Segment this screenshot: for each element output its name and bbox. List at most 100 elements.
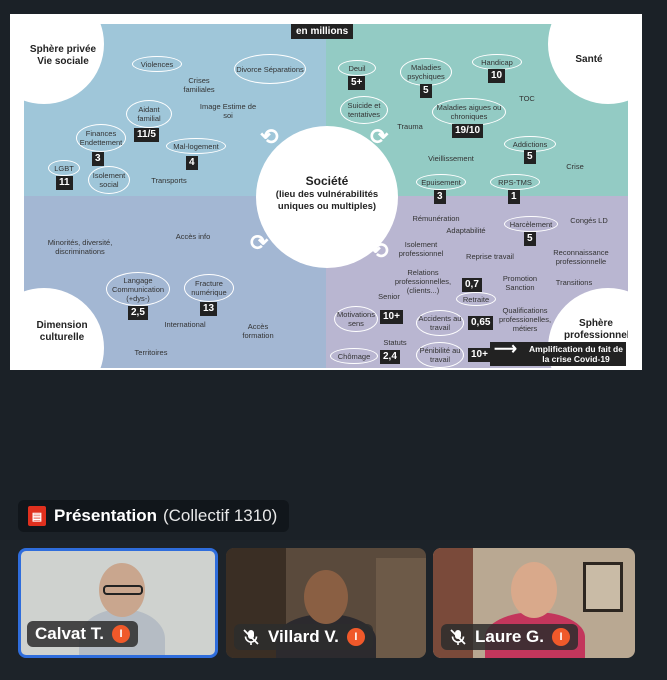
oval-item: Maladies aigues ou chroniques: [432, 98, 506, 126]
cycle-arrow-icon: ⟳: [370, 124, 389, 149]
item-label: Trauma: [397, 122, 423, 131]
value-badge: 10: [488, 69, 506, 83]
oval-item: Langage Communication (+dys-): [106, 272, 170, 306]
participant-tile[interactable]: Laure G. I: [433, 548, 635, 658]
oval-item: Fracture numérique: [184, 274, 234, 302]
item-label: Crise: [566, 162, 584, 171]
info-badge-icon: I: [551, 628, 570, 646]
background-shelf: [376, 558, 426, 658]
glasses-icon: [103, 585, 143, 595]
participant-name: Laure G.: [475, 627, 544, 646]
oval-item: Suicide et tentatives: [340, 96, 388, 124]
oval-item: Deuil: [338, 60, 376, 76]
item-label: Accès info: [175, 232, 211, 241]
item-label: Congés LD: [570, 216, 608, 225]
participant-tile[interactable]: Villard V. I: [226, 548, 426, 658]
value-badge: 10+: [380, 310, 403, 324]
oval-item: Aidant familial: [126, 100, 172, 128]
item-label: Senior: [378, 292, 400, 301]
value-badge: 5: [420, 84, 432, 98]
item-label: Qualifications professionelles, métiers: [498, 306, 552, 333]
item-label: Relations professionnelles, (clients...): [394, 268, 452, 295]
oval-item: Handicap: [472, 54, 522, 70]
presentation-label[interactable]: ▤ Présentation (Collectif 1310): [18, 500, 290, 532]
participant-tile[interactable]: Calvat T. I: [18, 548, 218, 658]
item-label: Reprise travail: [466, 252, 514, 261]
oval-item: Epuisement: [416, 174, 466, 190]
oval-item: Harcèlement: [504, 216, 558, 232]
oval-item: Isolement social: [88, 166, 130, 194]
value-badge: 5: [524, 232, 536, 246]
participant-name-chip: Laure G. I: [441, 624, 578, 650]
oval-item: Accidents au travail: [416, 310, 464, 336]
participant-name: Villard V.: [268, 627, 339, 646]
oval-item: Pénibilité au travail: [416, 342, 464, 368]
presentation-title: Présentation: [54, 506, 157, 525]
corner-label-culture: Dimension culturelle: [36, 320, 88, 343]
participant-name-chip: Villard V. I: [234, 624, 373, 650]
oval-item: Finances Endettement: [76, 124, 126, 152]
oval-item: Chômage: [330, 348, 378, 364]
cycle-arrow-icon: ⟲: [370, 238, 389, 263]
item-label: Territoires: [134, 348, 168, 357]
presentation-stage: Sphère privée Vie sociale Santé Dimensio…: [10, 14, 642, 532]
cycle-arrow-icon: ⟲: [260, 124, 279, 149]
slide-canvas: Sphère privée Vie sociale Santé Dimensio…: [24, 24, 628, 368]
value-badge: 2,4: [380, 350, 400, 364]
presentation-subtitle: (Collectif 1310): [162, 506, 278, 525]
oval-item: Maladies psychiques: [400, 58, 452, 86]
participant-name-chip: Calvat T. I: [27, 621, 138, 647]
item-label: Promotion Sanction: [502, 274, 538, 292]
center-subtitle: (lieu des vulnérabilités uniques ou mult…: [275, 189, 379, 212]
corner-label-health: Santé: [575, 54, 603, 65]
background-mirror: [583, 562, 623, 612]
cycle-arrow-icon: ⟳: [250, 230, 269, 255]
item-label: Accès formation: [242, 322, 274, 340]
center-title: Société: [305, 174, 349, 188]
value-badge: 5+: [348, 76, 366, 90]
value-badge: 0,65: [468, 316, 494, 330]
item-label: International: [164, 320, 206, 329]
info-badge-icon: I: [111, 625, 130, 643]
item-label: Reconnaissance professionnelle: [553, 248, 609, 266]
participant-head: [99, 563, 145, 617]
item-label: Isolement professionnel: [398, 240, 444, 258]
center-circle: Société (lieu des vulnérabilités uniques…: [256, 126, 398, 268]
item-label: TOC: [519, 94, 535, 103]
oval-item: Divorce Séparations: [234, 54, 306, 84]
value-badge: 13: [200, 302, 218, 316]
value-badge: 5: [524, 150, 536, 164]
oval-item: Mal-logement: [166, 138, 226, 154]
value-badge: 10+: [468, 348, 491, 362]
info-badge-icon: I: [346, 628, 365, 646]
corner-label-private: Sphère privée Vie sociale: [29, 44, 97, 67]
value-badge: 3: [92, 152, 104, 166]
unit-label: en millions: [291, 24, 354, 39]
item-label: Transitions: [555, 278, 593, 287]
value-badge: 2,5: [128, 306, 148, 320]
value-badge: 11/5: [134, 128, 159, 142]
legend-box: ⟶ Amplification du fait de la crise Covi…: [490, 342, 626, 366]
shared-slide: Sphère privée Vie sociale Santé Dimensio…: [10, 14, 642, 370]
oval-item: Retraite: [456, 292, 496, 306]
value-badge: 11: [56, 176, 73, 190]
item-label: Statuts: [383, 338, 407, 347]
mic-muted-icon: [449, 628, 467, 646]
value-badge: 1: [508, 190, 520, 204]
participant-head: [511, 562, 557, 618]
pdf-icon: ▤: [28, 506, 46, 526]
corner-label-professional: Sphère professionnelle: [564, 318, 628, 341]
legend-text: Amplification du fait de la crise Covid-…: [529, 344, 623, 364]
oval-item: LGBT: [48, 160, 80, 176]
participant-head: [304, 570, 348, 624]
oval-item: Motivations sens: [334, 306, 378, 332]
value-badge: 4: [186, 156, 198, 170]
item-label: Vieillissement: [428, 154, 474, 163]
item-label: Transports: [151, 176, 187, 185]
item-label: Image Estime de soi: [199, 102, 257, 120]
value-badge: 0,7: [462, 278, 482, 292]
item-label: Minorités, diversité, discriminations: [47, 238, 113, 256]
oval-item: Violences: [132, 56, 182, 72]
right-arrow-icon: ⟶: [494, 341, 517, 358]
participant-name: Calvat T.: [35, 624, 104, 643]
